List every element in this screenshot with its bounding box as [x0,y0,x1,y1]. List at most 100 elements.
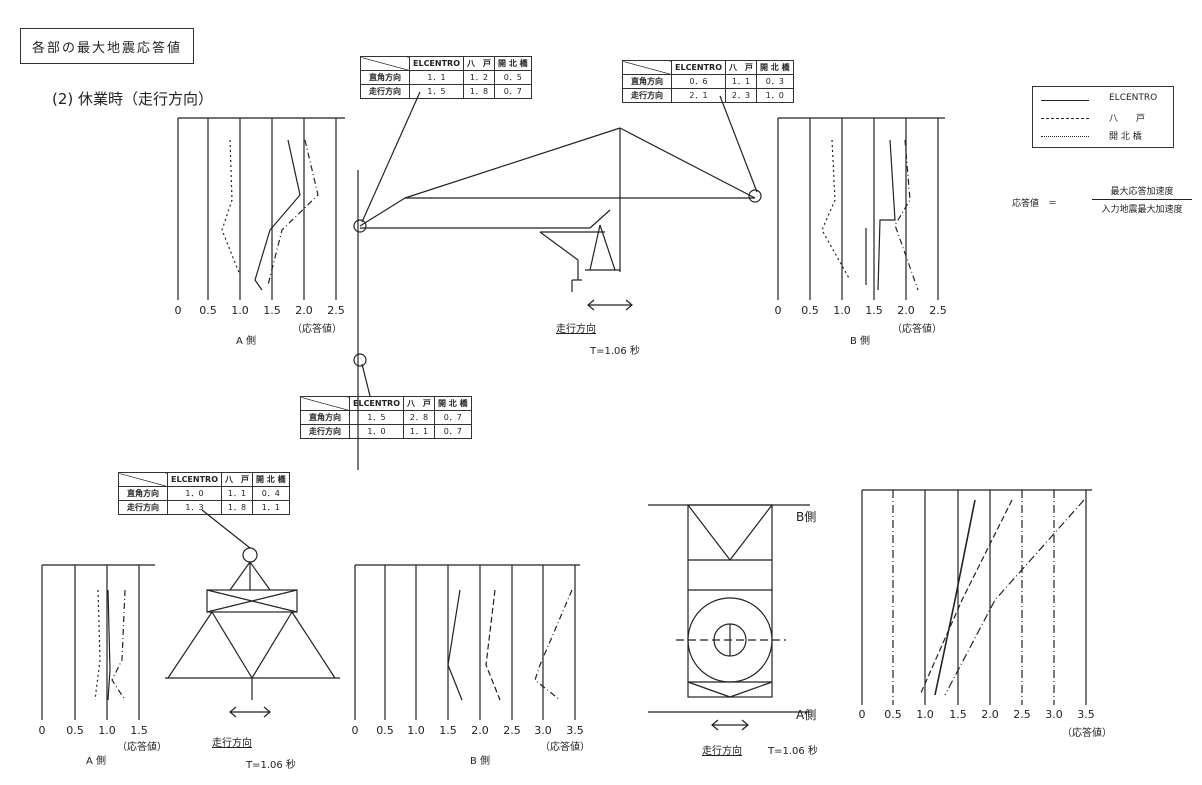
plot-unit: （応答値） [892,324,942,335]
legend-item-hachinohe: 八 戸 [1041,111,1169,125]
tick-label: 2.0 [471,724,489,737]
table-cell: 2．1 [670,88,727,103]
direction-label: 走行方向 [556,324,596,335]
tick-label: 2.5 [327,304,345,317]
plot-top-b-kaihokubashi [821,139,851,281]
plot-bot-b-kaihokubashi [534,589,573,701]
table-cell: 1．1 [252,500,290,515]
plot-side-label: A 側 [236,336,257,347]
table-cell: 0．7 [494,84,532,99]
plot-bot-r-frame [861,489,1092,705]
side-label-b: B側 [796,510,817,524]
tick-label: 3.0 [534,724,552,737]
formula-lhs: 応答値 ＝ [1012,199,1058,209]
tick-label: 0.5 [66,724,84,737]
tick-label: 3.5 [1077,708,1095,721]
direction-label: 走行方向 [212,738,252,749]
plot-unit: （応答値） [540,742,590,753]
tick-label: 1.5 [130,724,148,737]
plot-top-a-elcentro [254,139,301,291]
legend-item-elcentro: ELCENTRO [1041,93,1169,107]
row-header-cell: 走行方向 [622,88,672,103]
legend-item-kaihokubashi: 開 北 橋 [1041,129,1169,143]
table-cell: 1．8 [463,84,496,99]
tick-label: 0.5 [199,304,217,317]
plot-top-a-kaihokubashi [221,139,241,276]
tick-label: 1.0 [407,724,425,737]
table-cell: 1．0 [756,88,794,103]
tick-label: 3.5 [566,724,584,737]
tick-label: 0.5 [376,724,394,737]
formula-numerator: 最大応答加速度 [1110,187,1174,197]
tick-label: 2.5 [1013,708,1031,721]
plot-side-label: B 側 [850,336,871,347]
tick-label: 0 [39,724,46,737]
tick-label: 0 [859,708,866,721]
tick-label: 2.0 [981,708,999,721]
tick-label: 0.5 [801,304,819,317]
table-corner [622,60,672,75]
plot-bot-b-frame [354,564,580,720]
plot-bot-a-frame [41,564,155,720]
plot-side-label: B 側 [470,756,491,767]
plot-bot-r-hachinohe [919,499,1013,696]
tick-label: 1.5 [865,304,883,317]
section-subtitle: (2) 休業時（走行方向） [52,90,214,108]
table-corner [360,56,410,71]
tick-label: 1.0 [916,708,934,721]
legend-swatch-dotted [1041,136,1089,137]
formula-denominator: 入力地震最大加速度 [1101,205,1183,215]
table-cell: 0．7 [434,424,472,439]
legend-swatch-dashdot [1041,118,1089,119]
tick-label: 1.0 [231,304,249,317]
legend-swatch-solid [1041,100,1089,101]
side-label-a: A側 [796,708,817,722]
tick-label: 1.0 [98,724,116,737]
legend-label: 開 北 橋 [1109,132,1142,142]
tick-label: 2.0 [295,304,313,317]
tick-label: 1.0 [833,304,851,317]
plot-bot-r-elcentro [934,499,976,696]
direction-label: 走行方向 [702,746,742,757]
plot-bot-b-elcentro [447,589,463,701]
plot-top-b-elcentro [877,139,896,291]
plot-unit: （応答値） [292,324,342,335]
plot-top-a-frame [177,117,345,300]
plot-top-b-hachinohe [894,139,919,291]
tick-label: 2.5 [929,304,947,317]
plot-unit: （応答値） [1062,728,1112,739]
response-formula: 応答値 ＝ 最大応答加速度 入力地震最大加速度 [1012,187,1192,215]
tick-label: 1.5 [949,708,967,721]
tick-label: 1.5 [263,304,281,317]
plot-bot-b-hachinohe [485,589,501,701]
tick-label: 0 [352,724,359,737]
table-cell: 1．0 [348,424,405,439]
table-cell: 1．5 [408,84,465,99]
legend-label: 八 戸 [1109,114,1146,124]
tick-label: 3.0 [1045,708,1063,721]
table-cell: 1．8 [221,500,254,515]
plot-bot-a-hachinohe [111,589,126,701]
table-cell: 1．1 [403,424,436,439]
table-cell: 2．3 [725,88,758,103]
legend-label: ELCENTRO [1109,93,1158,103]
period-label: T=1.06 秒 [590,346,640,357]
page-title: 各部の最大地震応答値 [20,28,194,64]
plot-bot-a-elcentro [107,589,111,701]
tick-label: 0.5 [884,708,902,721]
legend: ELCENTRO 八 戸 開 北 橋 [1032,86,1174,148]
plot-top-b-frame [777,117,945,300]
tick-label: 2.5 [503,724,521,737]
plot-side-label: A 側 [86,756,107,767]
tick-label: 0 [775,304,782,317]
